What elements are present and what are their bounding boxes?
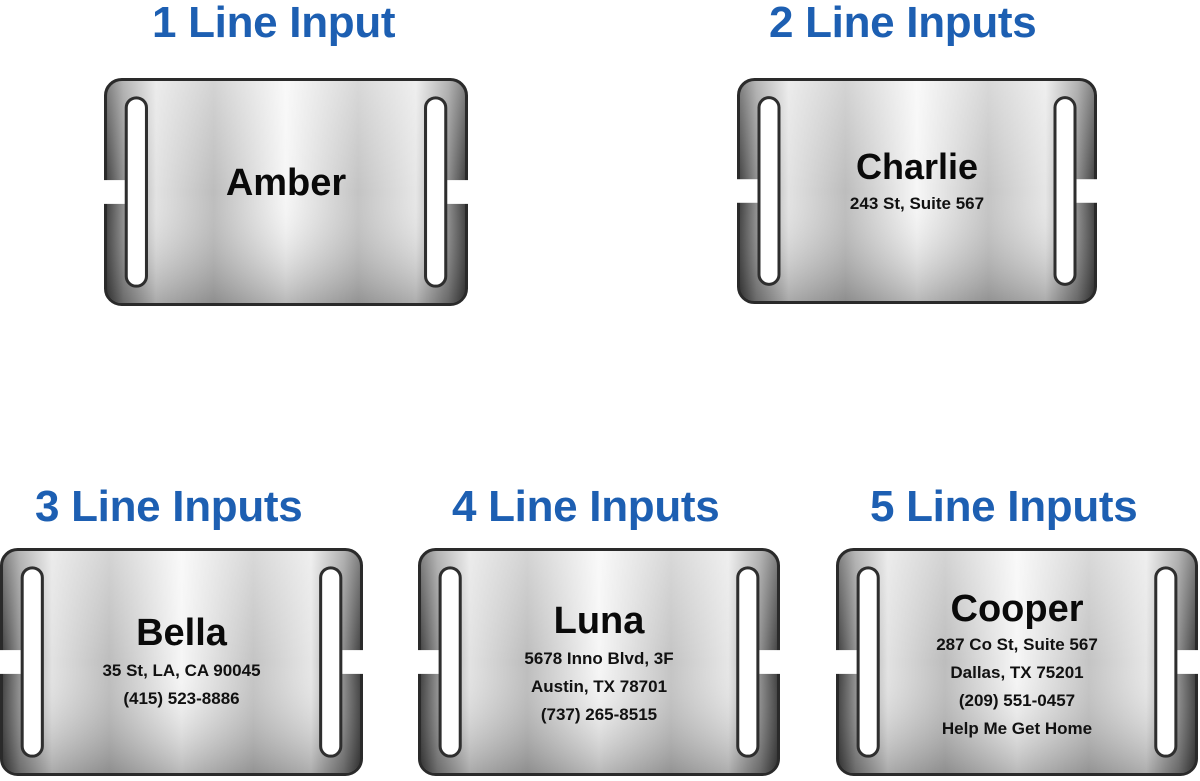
tag-charlie: Charlie 243 St, Suite 567 (737, 78, 1097, 304)
steel-slide-tag-icon (836, 548, 1198, 776)
steel-slide-tag-icon (104, 78, 468, 306)
steel-slide-tag-icon (737, 78, 1097, 304)
tag-line: (415) 523-8886 (123, 688, 240, 708)
tag-name: Charlie (855, 146, 979, 187)
heading-5-lines: 5 Line Inputs (870, 482, 1138, 531)
tag-line: 35 St, LA, CA 90045 (102, 660, 261, 680)
heading-4-lines: 4 Line Inputs (452, 482, 720, 531)
tag-line: Austin, TX 78701 (530, 676, 668, 696)
tag-name: Bella (136, 611, 227, 654)
tag-name: Luna (553, 599, 645, 642)
tag-name: Amber (225, 161, 347, 204)
tag-amber: Amber (104, 78, 468, 306)
tag-line: 287 Co St, Suite 567 (936, 634, 1098, 654)
tag-bella: Bella 35 St, LA, CA 90045 (415) 523-8886 (0, 548, 363, 776)
steel-slide-tag-icon (0, 548, 363, 776)
heading-2-lines: 2 Line Inputs (769, 0, 1037, 47)
steel-slide-tag-icon (418, 548, 780, 776)
heading-3-lines: 3 Line Inputs (35, 482, 303, 531)
tag-cooper: Cooper 287 Co St, Suite 567 Dallas, TX 7… (836, 548, 1198, 776)
heading-1-line: 1 Line Input (152, 0, 396, 47)
tag-name: Cooper (950, 587, 1084, 630)
tag-line: 5678 Inno Blvd, 3F (524, 648, 674, 668)
tag-luna: Luna 5678 Inno Blvd, 3F Austin, TX 78701… (418, 548, 780, 776)
tag-line: Help Me Get Home (941, 718, 1093, 738)
tag-line: 243 St, Suite 567 (849, 194, 985, 213)
tag-line: (737) 265-8515 (540, 704, 658, 724)
tag-line: Dallas, TX 75201 (950, 662, 1084, 682)
tag-line: (209) 551-0457 (958, 690, 1076, 710)
